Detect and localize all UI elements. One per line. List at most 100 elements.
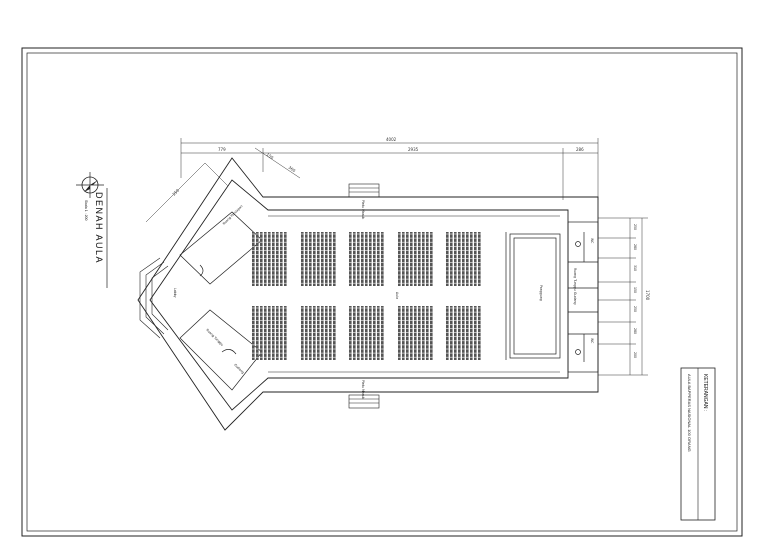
seat-column — [357, 306, 360, 360]
room-label-3: Gudang — [233, 363, 245, 375]
dimension-top-segment-1: 779 — [218, 147, 226, 152]
seat-column — [301, 232, 304, 286]
seat-column — [474, 306, 477, 360]
seat-column — [377, 306, 380, 360]
seat-column — [325, 232, 328, 286]
outer-border — [21, 47, 743, 537]
dimension-right-7: 200 — [633, 352, 637, 358]
room-label-6: WC — [590, 238, 594, 244]
seat-column — [446, 232, 449, 286]
seat-column — [454, 306, 457, 360]
seat-column — [317, 232, 320, 286]
seat-column — [406, 306, 409, 360]
drawing-title: DENAH AULA — [94, 192, 104, 264]
seat-column — [365, 306, 368, 360]
dimension-top-segment-3: 286 — [576, 147, 584, 152]
seat-column — [466, 232, 469, 286]
door-label-top: Pintu Masuk — [361, 200, 365, 219]
seat-block — [349, 232, 384, 286]
seat-column — [450, 306, 453, 360]
seat-column — [430, 232, 433, 286]
door-label-bottom: Pintu Masuk — [361, 380, 365, 399]
seat-column — [264, 232, 267, 286]
seat-column — [458, 306, 461, 360]
seat-column — [462, 232, 465, 286]
seating-area — [252, 232, 481, 360]
seat-column — [276, 306, 279, 360]
seat-column — [305, 306, 308, 360]
room-label-5: Gudang — [573, 292, 577, 305]
seat-column — [252, 232, 255, 286]
seat-column — [470, 232, 473, 286]
seat-column — [260, 306, 263, 360]
inner-border — [26, 52, 738, 532]
seat-column — [301, 306, 304, 360]
seat-column — [462, 306, 465, 360]
seat-column — [402, 306, 405, 360]
seat-column — [264, 306, 267, 360]
seat-column — [357, 232, 360, 286]
seat-column — [309, 306, 312, 360]
seat-column — [333, 232, 336, 286]
seat-column — [377, 232, 380, 286]
seat-column — [470, 306, 473, 360]
seat-column — [398, 232, 401, 286]
lobby-label: Lobby — [173, 288, 177, 298]
stage-label: Panggung — [539, 285, 543, 301]
seat-column — [398, 306, 401, 360]
seat-block — [252, 232, 287, 286]
room-label-2: Ruang Tunggu — [205, 328, 224, 347]
seat-column — [466, 306, 469, 360]
dimension-angled-3: 360 — [287, 165, 296, 174]
angled-dimension-lines — [145, 147, 301, 223]
seat-column — [329, 306, 332, 360]
dimension-right-2: 280 — [633, 244, 637, 250]
entrance-steps-bottom — [348, 394, 380, 409]
seat-column — [260, 232, 263, 286]
seat-column — [458, 232, 461, 286]
seat-column — [478, 232, 481, 286]
seat-column — [381, 232, 384, 286]
dimension-top-total: 4002 — [386, 137, 397, 142]
seat-column — [349, 306, 352, 360]
seat-column — [478, 306, 481, 360]
seat-column — [284, 232, 287, 286]
seat-column — [317, 306, 320, 360]
seat-column — [365, 232, 368, 286]
seat-column — [353, 232, 356, 286]
seat-column — [280, 306, 283, 360]
seat-column — [381, 306, 384, 360]
seat-column — [321, 306, 324, 360]
seat-column — [329, 232, 332, 286]
seat-column — [454, 232, 457, 286]
seat-column — [422, 306, 425, 360]
top-dimension-lines — [180, 138, 599, 200]
dimension-angled-2: 150 — [265, 152, 274, 161]
seat-column — [369, 232, 372, 286]
seat-column — [410, 306, 413, 360]
seat-column — [418, 232, 421, 286]
seat-column — [422, 232, 425, 286]
seat-column — [361, 306, 364, 360]
seat-column — [369, 306, 372, 360]
dimension-right-3: 310 — [633, 265, 637, 271]
dimension-right-5: 250 — [633, 306, 637, 312]
legend-text: AULA BAPPERAS NASIONAL 100 ORANG — [687, 374, 692, 452]
seat-block — [349, 306, 384, 360]
dimension-right-4: 150 — [633, 287, 637, 293]
seat-block — [301, 306, 336, 360]
seat-column — [373, 232, 376, 286]
seat-column — [474, 232, 477, 286]
dimension-top-segment-2: 2935 — [408, 147, 419, 152]
seat-column — [353, 306, 356, 360]
seat-block — [398, 232, 433, 286]
seat-column — [446, 306, 449, 360]
seat-column — [280, 232, 283, 286]
seat-column — [349, 232, 352, 286]
seat-column — [313, 306, 316, 360]
scale-note: Skala 1 : 200 — [84, 200, 88, 220]
hall-label: Aula — [395, 292, 399, 299]
seat-column — [276, 232, 279, 286]
seat-column — [450, 232, 453, 286]
seat-column — [252, 306, 255, 360]
